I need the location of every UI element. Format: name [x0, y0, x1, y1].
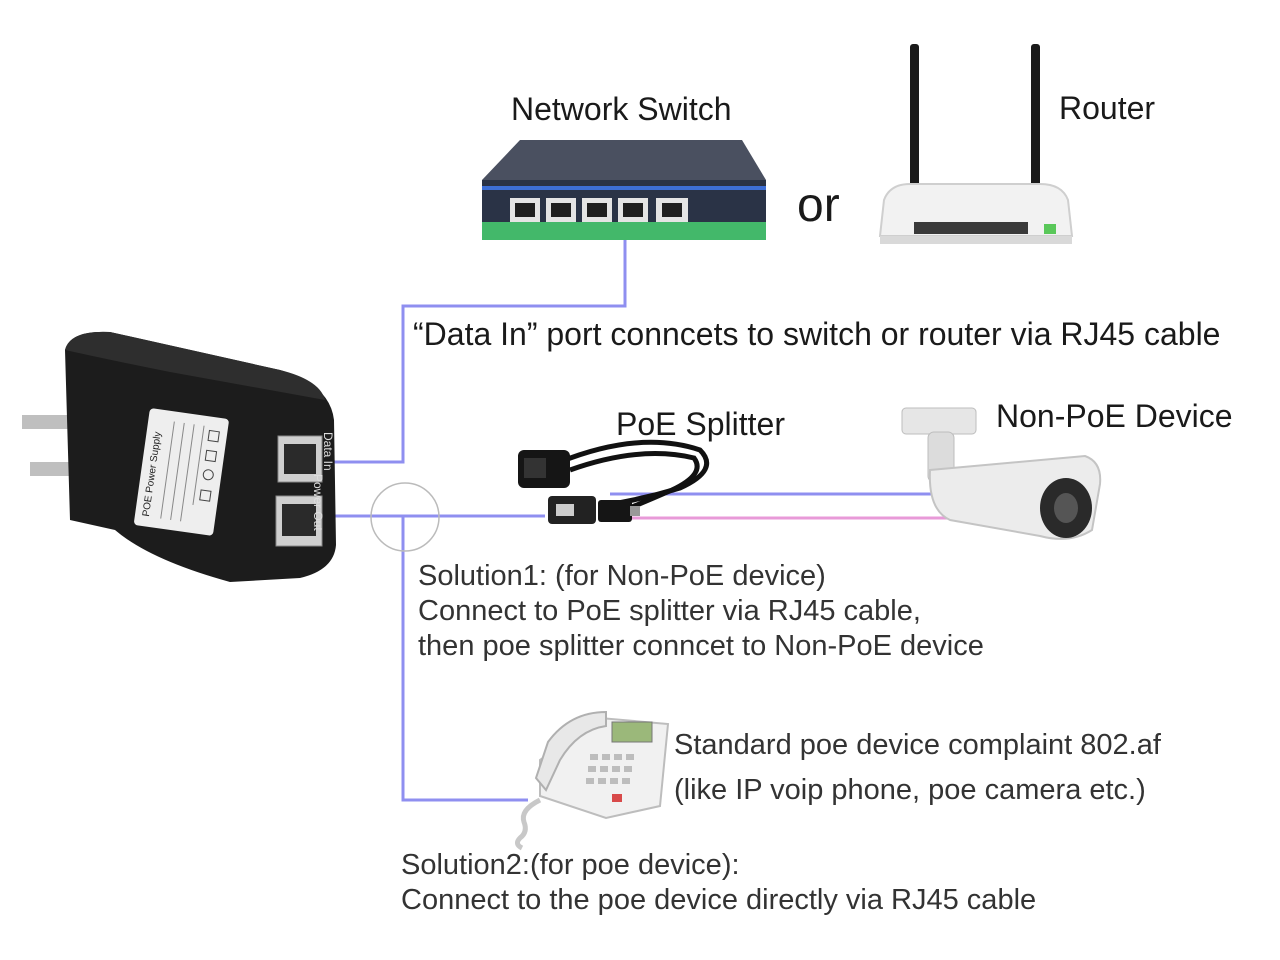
- plug-prong-top: [22, 415, 80, 429]
- router-front-strip: [914, 222, 1028, 234]
- switch-base: [482, 222, 766, 240]
- phone-screen: [611, 721, 653, 743]
- solution2-text: Solution2:(for poe device): Connect to t…: [401, 848, 1036, 918]
- ip-phone: [514, 710, 670, 851]
- solution2-line-1: Solution2:(for poe device):: [401, 849, 740, 881]
- router-antenna-left: [910, 44, 919, 186]
- port-label-power-out: Power Out: [311, 474, 325, 531]
- router-led: [1044, 224, 1056, 234]
- switch-accent: [482, 186, 766, 190]
- solution1-line-3: then poe splitter conncet to Non-PoE dev…: [418, 630, 984, 662]
- splitter-dc-plug: [598, 500, 632, 522]
- label-standard-poe-line1: Standard poe device complaint 802.af: [674, 729, 1161, 761]
- splitter-cable-loop: [559, 439, 710, 509]
- junction-circle: [370, 482, 440, 552]
- router: [878, 44, 1074, 244]
- label-router: Router: [1059, 90, 1156, 126]
- label-standard-poe-line2: (like IP voip phone, poe camera etc.): [674, 774, 1146, 806]
- phone-keypad: [586, 754, 634, 802]
- poe-injector: POE Power Supply Data In Power Out: [22, 331, 336, 582]
- camera: [901, 407, 1102, 540]
- injector-sticker: POE Power Supply: [134, 408, 229, 536]
- port-label-data-in: Data In: [321, 432, 335, 471]
- phone-handset: [534, 710, 607, 792]
- phone-cord: [514, 797, 542, 851]
- label-network-switch: Network Switch: [511, 91, 732, 127]
- poe-splitter: [518, 439, 710, 524]
- camera-mount: [901, 407, 977, 435]
- label-data-in-note: “Data In” port conncets to switch or rou…: [413, 316, 1221, 352]
- cable-data-in-to-switch: [330, 228, 627, 464]
- cable-vertical-trunk: [401, 516, 528, 802]
- label-poe-splitter: PoE Splitter: [616, 406, 785, 442]
- network-switch: [482, 140, 766, 240]
- solution1-text: Solution1: (for Non-PoE device) Connect …: [418, 559, 984, 664]
- switch-top: [482, 140, 766, 180]
- label-non-poe-device: Non-PoE Device: [996, 398, 1233, 434]
- solution2-line-2: Connect to the poe device directly via R…: [401, 884, 1037, 916]
- label-or: or: [797, 179, 840, 232]
- solution1-line-1: Solution1: (for Non-PoE device): [418, 560, 826, 592]
- cables: [330, 228, 975, 802]
- injector-top-face: [65, 331, 325, 400]
- solution1-line-2: Connect to PoE splitter via RJ45 cable,: [418, 595, 921, 627]
- router-antenna-right: [1031, 44, 1040, 186]
